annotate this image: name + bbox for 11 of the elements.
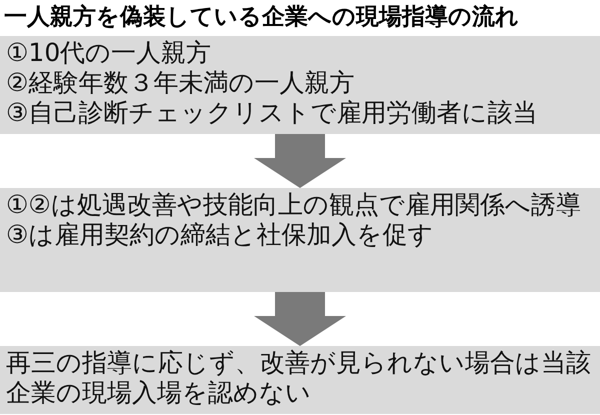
- step-text: ①10代の一人親方: [6, 38, 212, 68]
- down-arrow: [254, 292, 346, 346]
- title: 一人親方を偽装している企業への現場指導の流れ: [4, 3, 519, 32]
- step-box: [0, 188, 600, 292]
- step-text: ②経験年数３年未満の一人親方: [6, 68, 356, 98]
- step-text: ①②は処遇改善や技能向上の観点で雇用関係へ誘導: [6, 190, 582, 220]
- step-text: 再三の指導に応じず、改善が見られない場合は当該企業の現場入場を認めない: [6, 348, 592, 408]
- step-text: ③は雇用契約の締結と社保加入を促す: [6, 220, 434, 250]
- down-arrow: [254, 134, 346, 188]
- step-box: [0, 36, 600, 134]
- step-text: ③自己診断チェックリストで雇用労働者に該当: [6, 98, 538, 128]
